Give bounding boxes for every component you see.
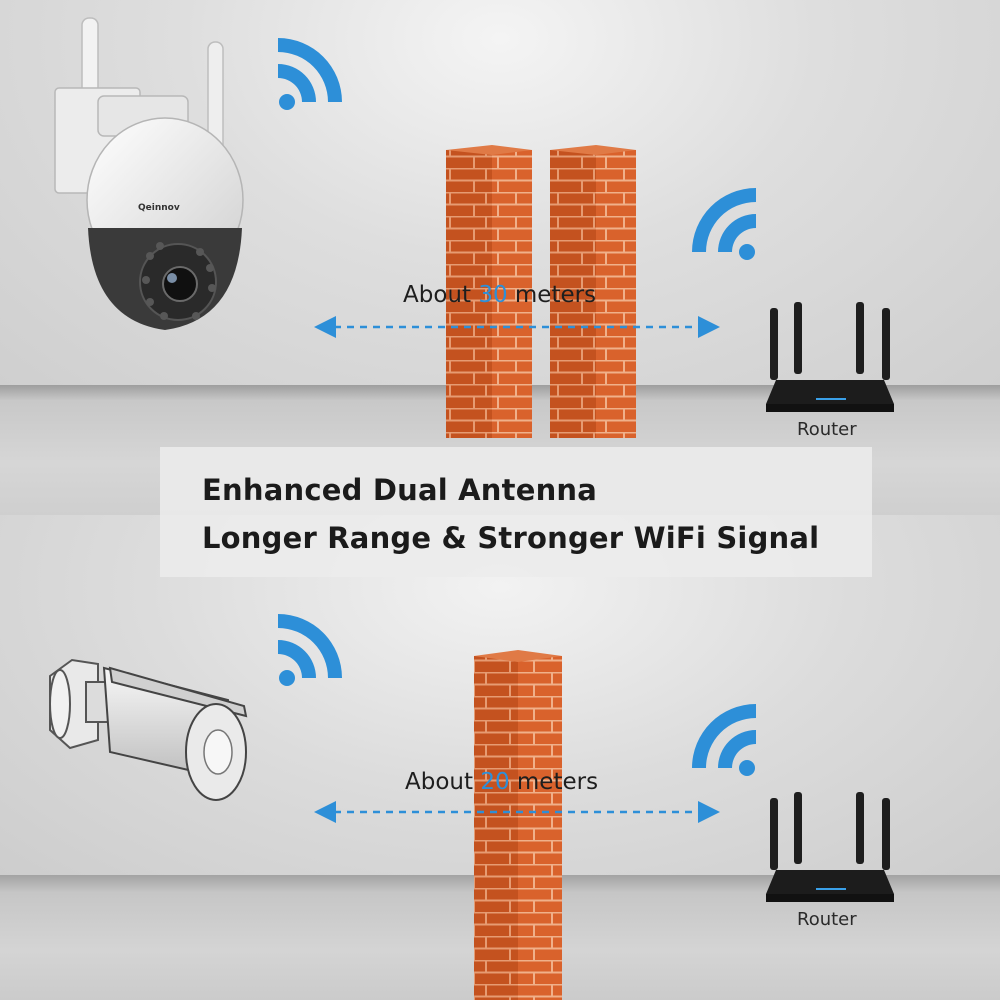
distance-prefix: About xyxy=(405,769,481,795)
dashed-arrow xyxy=(314,316,720,338)
ptz-camera: Qeinnov xyxy=(54,17,244,330)
distance-label-bottom: About 20 meters xyxy=(405,769,598,795)
router-label-bottom: Router xyxy=(797,909,857,930)
distance-suffix: meters xyxy=(507,282,597,308)
wifi-icon xyxy=(692,704,756,776)
wifi-icon xyxy=(278,614,342,686)
headline-line-2: Longer Range & Stronger WiFi Signal xyxy=(202,521,820,555)
router xyxy=(766,302,894,412)
distance-suffix: meters xyxy=(509,769,599,795)
wifi-icon xyxy=(692,188,756,260)
headline-line-1: Enhanced Dual Antenna xyxy=(202,473,598,507)
brick-wall xyxy=(550,145,636,438)
headline-banner xyxy=(160,447,872,577)
wifi-icon xyxy=(278,38,342,110)
distance-label-top: About 30 meters xyxy=(403,282,596,308)
distance-value: 30 xyxy=(478,282,508,308)
distance-prefix: About xyxy=(403,282,479,308)
router xyxy=(766,792,894,902)
bullet-camera xyxy=(49,658,248,801)
brick-wall xyxy=(446,145,532,438)
brick-wall xyxy=(474,650,562,1000)
distance-value: 20 xyxy=(480,769,510,795)
dashed-arrow xyxy=(314,801,720,823)
router-label-top: Router xyxy=(797,419,857,440)
camera-brand: Qeinnov xyxy=(138,203,180,213)
